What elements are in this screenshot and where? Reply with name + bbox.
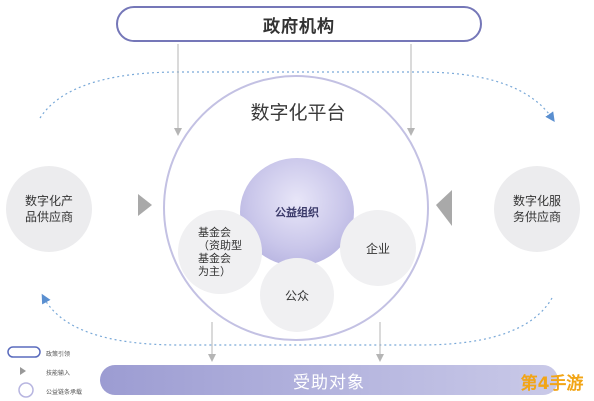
provider-left-line: 品供应商	[24, 210, 73, 224]
foundation-line: 基金会	[198, 252, 231, 265]
public-node: 公众	[260, 258, 334, 332]
enterprise-node: 企业	[340, 210, 416, 286]
foundation-line: （资助型	[198, 239, 242, 252]
service-provider-node: 数字化服 务供应商	[494, 166, 580, 252]
top-dotted-arc	[39, 71, 555, 122]
provider-right-line: 数字化服	[512, 194, 561, 208]
right-input-triangle	[436, 190, 452, 226]
beneficiary-label: 受助对象	[293, 372, 365, 393]
platform-ring	[163, 75, 429, 341]
provider-left-line: 数字化产	[24, 194, 73, 208]
left-input-triangle	[138, 194, 152, 216]
org-label: 公益组织	[275, 206, 319, 219]
provider-right-line: 务供应商	[512, 210, 561, 224]
watermark-logo: 第4手游	[520, 373, 584, 394]
bottom-dotted-arc	[41, 293, 553, 346]
foundation-node: 基金会 （资助型 基金会 为主）	[178, 210, 262, 294]
foundation-line: 为主）	[198, 265, 231, 278]
public-label: 公众	[284, 288, 309, 303]
product-provider-node: 数字化产 品供应商	[6, 166, 92, 252]
gov-label: 政府机构	[263, 16, 335, 37]
legend-label-skill: 技能输入	[46, 370, 71, 377]
platform-title: 数字化平台	[250, 102, 346, 124]
gov-box: 政府机构	[116, 6, 482, 42]
legend-label-policy: 政策引领	[46, 351, 71, 358]
legend-circle-icon	[18, 382, 34, 398]
beneficiary-bar: 受助对象	[100, 365, 558, 395]
enterprise-label: 企业	[365, 241, 390, 256]
foundation-line: 基金会	[198, 226, 231, 239]
legend-rounded-rect-icon	[7, 346, 41, 358]
legend-label-chain: 公益链条承载	[46, 389, 83, 396]
legend-triangle-icon	[20, 367, 26, 375]
